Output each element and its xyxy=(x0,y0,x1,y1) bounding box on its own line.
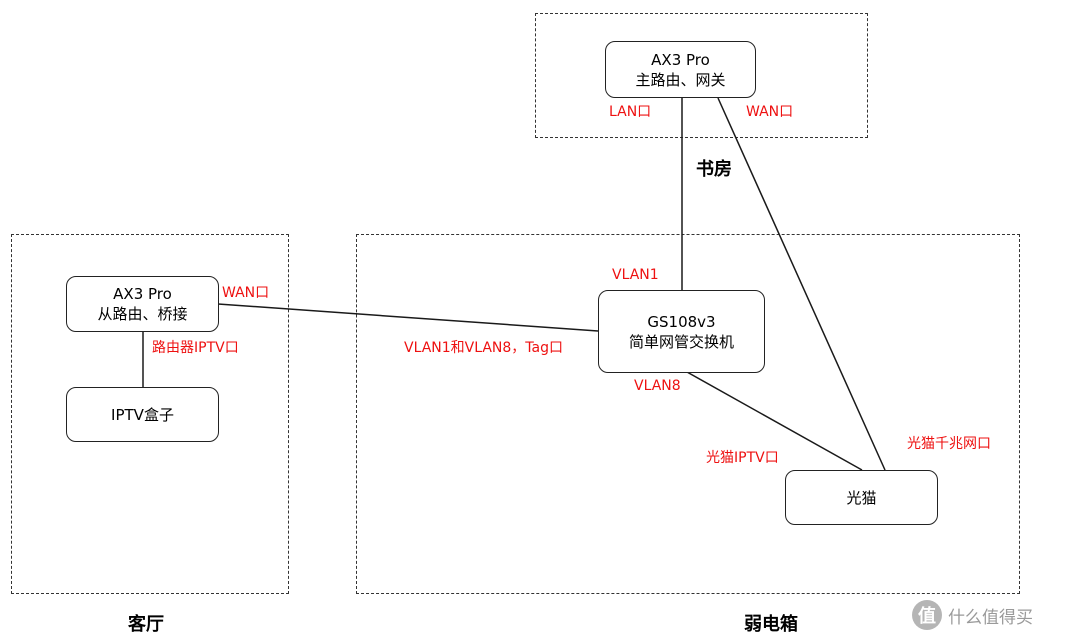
link-sub-wan-to-switch xyxy=(217,303,599,332)
main-lan-port-label: LAN口 xyxy=(609,104,652,120)
sub-iptv-port-label: 路由器IPTV口 xyxy=(152,340,239,356)
switch-vlan1-label: VLAN1 xyxy=(612,267,659,283)
modem-iptv-port-label: 光猫IPTV口 xyxy=(706,450,779,466)
study-zone xyxy=(535,13,868,138)
modem-gig-port-label: 光猫千兆网口 xyxy=(907,436,991,452)
modem-label: 光猫 xyxy=(846,488,877,507)
watermark-logo-icon: 值 xyxy=(912,600,942,630)
main-wan-port-label: WAN口 xyxy=(746,104,794,120)
watermark-text: 什么值得买 xyxy=(948,607,1033,628)
sub-wan-port-label: WAN口 xyxy=(222,285,270,301)
sub-router-node: AX3 Pro 从路由、桥接 xyxy=(66,276,219,332)
switch-model: GS108v3 xyxy=(647,312,716,331)
link-main-wan-to-modem xyxy=(717,97,886,471)
study-zone-label: 书房 xyxy=(696,159,732,180)
living-room-zone xyxy=(11,234,289,594)
iptv-box-node: IPTV盒子 xyxy=(66,387,219,442)
cabinet-zone-label: 弱电箱 xyxy=(744,614,798,635)
modem-node: 光猫 xyxy=(785,470,938,525)
watermark: 值 什么值得买 xyxy=(912,600,1033,630)
cabinet-zone xyxy=(356,234,1020,594)
switch-role: 简单网管交换机 xyxy=(628,332,734,351)
switch-vlan8-label: VLAN8 xyxy=(634,378,681,394)
main-router-model: AX3 Pro xyxy=(651,50,710,69)
switch-trunk-label: VLAN1和VLAN8，Tag口 xyxy=(404,340,564,356)
switch-node: GS108v3 简单网管交换机 xyxy=(598,290,765,373)
link-switch-vlan8-to-modem xyxy=(686,371,863,471)
main-router-node: AX3 Pro 主路由、网关 xyxy=(605,41,756,98)
sub-router-model: AX3 Pro xyxy=(113,285,172,303)
sub-router-role: 从路由、桥接 xyxy=(97,305,188,323)
living-room-zone-label: 客厅 xyxy=(128,614,164,635)
main-router-role: 主路由、网关 xyxy=(635,70,726,89)
iptv-box-label: IPTV盒子 xyxy=(111,405,174,424)
